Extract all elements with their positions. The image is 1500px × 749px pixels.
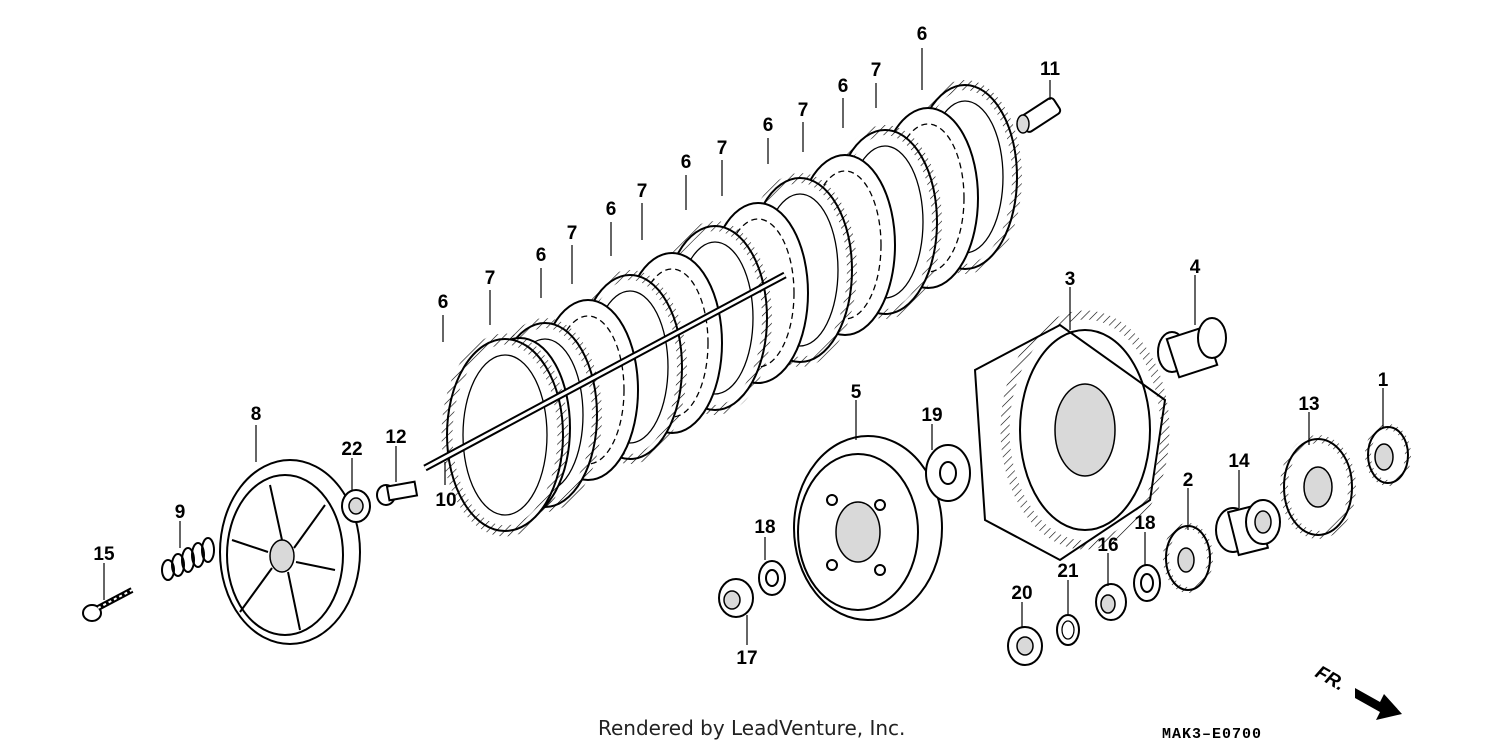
spacer-collar [1157,317,1227,379]
clutch-spring [161,537,215,581]
callout-7: 7 [637,181,648,202]
callout-16: 16 [1097,535,1118,556]
callout-7: 7 [871,60,882,81]
lifter-rod [423,271,787,472]
callout-10: 10 [435,490,456,511]
callout-6: 6 [838,76,849,97]
clutch-center [793,435,943,621]
callout-7: 7 [567,223,578,244]
callout-7: 7 [717,138,728,159]
callout-1: 1 [1378,370,1389,391]
callout-7: 7 [798,100,809,121]
callout-17: 17 [736,648,757,669]
callout-20: 20 [1011,583,1032,604]
callout-8: 8 [251,404,262,425]
primary-gear [1280,435,1356,539]
needle-bearing [1215,499,1281,557]
pressure-plate [219,459,361,645]
front-direction-arrow-icon [1355,688,1402,720]
callout-14: 14 [1228,451,1250,472]
callout-2: 2 [1183,470,1194,491]
collar [1016,97,1062,134]
lock-washer [1133,564,1161,602]
lock-nut [1095,583,1127,621]
bearing [341,489,371,523]
callout-21: 21 [1057,561,1079,582]
callout-19: 19 [921,405,942,426]
callout-7: 7 [485,268,496,289]
clutch-plate-stack [441,80,1022,537]
callout-15: 15 [93,544,115,565]
clutch-outer [973,310,1170,562]
callout-3: 3 [1065,269,1076,290]
figure-code: MAK3–E0700 [1162,726,1263,743]
callout-6: 6 [536,245,547,266]
callout-22: 22 [341,439,362,460]
callout-6: 6 [681,152,692,173]
callout-6: 6 [606,199,617,220]
callout-6: 6 [763,115,774,136]
bolt [82,587,134,622]
callout-labels: 1 2 3 4 5 6 6 6 6 6 6 6 7 7 7 7 7 7 8 9 … [93,24,1388,669]
hex-nut [718,578,754,618]
callout-9: 9 [175,502,186,523]
callout-6: 6 [917,24,928,45]
callout-18: 18 [1134,513,1155,534]
lifter-piece [376,480,419,506]
washer [925,444,971,502]
callout-11: 11 [1040,59,1061,80]
callout-12: 12 [385,427,406,448]
callout-6: 6 [438,292,449,313]
drive-gear [1365,424,1411,486]
oil-pump-drive-gear [1163,523,1213,593]
leader-lines [103,48,1384,645]
lock-washer [758,560,786,596]
ball-bearing [1007,626,1043,666]
callout-13: 13 [1298,394,1319,415]
callout-4: 4 [1190,257,1201,278]
callout-5: 5 [851,382,862,403]
callout-18: 18 [754,517,775,538]
render-credit: Rendered by LeadVenture, Inc. [598,716,906,740]
circlip [1056,614,1080,646]
friction-disc [441,333,569,537]
